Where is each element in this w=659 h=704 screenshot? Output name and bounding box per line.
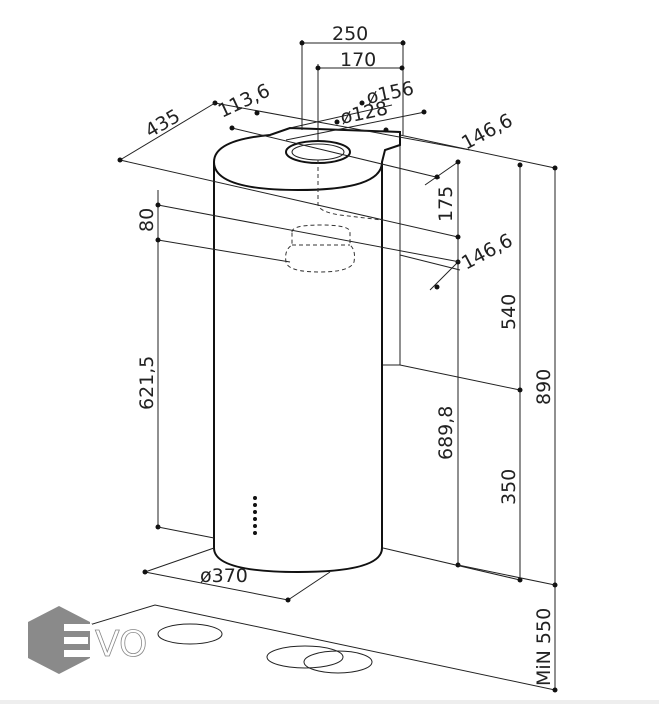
logo-text: VO [95, 624, 147, 665]
footer-strip [0, 700, 659, 704]
dim-diameter: ø370 [200, 565, 248, 587]
dim-lower-height: 350 [498, 469, 520, 505]
dim-side-offset: 113,6 [215, 80, 274, 123]
dim-top-inner-width: 170 [340, 49, 376, 71]
dim-outlet-inner: ø128 [338, 97, 389, 128]
wall-bracket [382, 145, 521, 581]
dim-body-height-right: 689,8 [435, 406, 457, 460]
hood-cylinder [212, 126, 401, 574]
dim-top-width: 250 [332, 23, 368, 45]
dim-duct-height: 175 [435, 186, 457, 222]
dim-right-offset-top: 146,6 [458, 109, 516, 154]
dim-collar-height: 80 [136, 208, 158, 232]
control-buttons [253, 496, 257, 535]
dim-total-height: 890 [533, 369, 555, 405]
dim-body-height-left: 621,5 [136, 356, 158, 410]
dim-upper-height: 540 [498, 294, 520, 330]
dimension-lines [117, 40, 558, 693]
evo-logo: VO [28, 606, 148, 674]
dim-depth: 435 [142, 105, 184, 142]
dim-min-distance: MiN 550 [533, 608, 555, 686]
dim-right-offset-mid: 146,6 [458, 229, 516, 274]
